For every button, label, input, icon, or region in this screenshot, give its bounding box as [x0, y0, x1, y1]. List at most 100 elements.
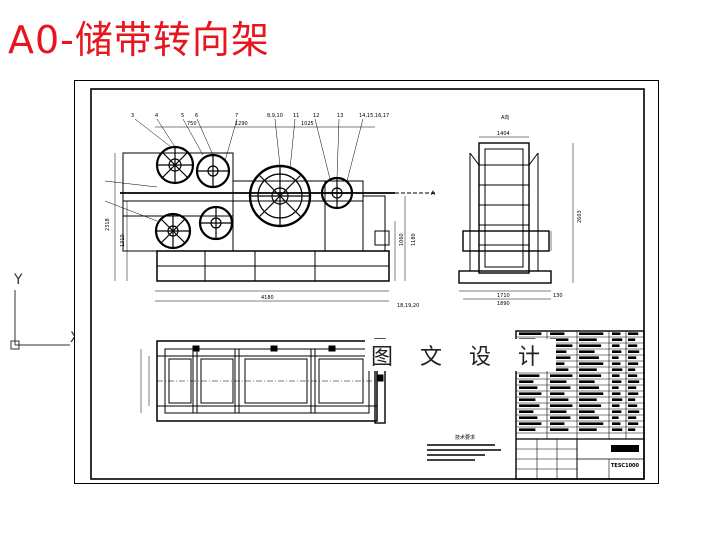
bom-text-mark — [579, 404, 602, 407]
bom-text-mark — [628, 380, 640, 383]
bom-text-mark — [579, 338, 597, 341]
bom-text-mark — [579, 368, 597, 371]
bom-text-mark — [550, 428, 569, 431]
plan-view — [140, 338, 386, 424]
bom-text-mark — [550, 380, 567, 383]
bom-text-mark — [550, 386, 571, 389]
bom-text-mark — [612, 338, 623, 341]
bom-text-mark — [519, 374, 540, 377]
bom-text-mark — [628, 344, 638, 347]
bom-text-mark — [550, 404, 573, 407]
bom-text-mark — [612, 380, 622, 383]
bom-text-mark — [628, 362, 639, 365]
dim-left-h2: 1310 — [120, 234, 126, 247]
bom-text-mark — [519, 410, 534, 413]
bom-text-mark — [519, 422, 542, 425]
bom-text-mark — [612, 404, 620, 407]
bom-text-mark — [579, 392, 604, 395]
bom-text-mark — [550, 410, 567, 413]
dim-side-w: 130 — [553, 293, 563, 299]
bom-text-mark — [628, 416, 637, 419]
bom-text-mark — [550, 368, 569, 371]
bom-text-mark — [550, 344, 573, 347]
bom-text-mark — [579, 350, 595, 353]
cad-drawing: 3 4 5 6 7 8,9,10 11 12 13 14,15,16,17 75… — [90, 88, 645, 480]
dim-1025: 1025 — [301, 121, 314, 127]
bom-text-mark — [579, 398, 597, 401]
bom-text-mark — [628, 374, 638, 377]
notes-heading: 技术要求 — [455, 434, 475, 441]
drawing-sheet: 3 4 5 6 7 8,9,10 11 12 13 14,15,16,17 75… — [74, 80, 659, 484]
bom-text-mark — [519, 398, 536, 401]
drawing-number: TESC1000 — [611, 463, 640, 469]
bom-text-mark — [550, 350, 567, 353]
callout-5: 5 — [181, 113, 184, 119]
dim-mid-h2: 1180 — [411, 233, 417, 246]
bom-text-mark — [628, 392, 639, 395]
bom-text-mark — [628, 398, 636, 401]
bom-text-mark — [519, 332, 542, 335]
bom-text-mark — [550, 416, 571, 419]
callout-7: 7 — [235, 113, 238, 119]
bom-text-mark — [612, 422, 621, 425]
callout-6: 6 — [195, 113, 198, 119]
bom-text-mark — [579, 362, 604, 365]
callout-13: 13 — [337, 113, 343, 119]
bom-text-mark — [550, 398, 569, 401]
bom-text-mark — [612, 356, 619, 359]
inner-border — [90, 88, 645, 480]
front-view — [104, 118, 435, 302]
dim-ref: 18,19,20 — [397, 303, 419, 309]
bom-text-mark — [519, 392, 542, 395]
bom-text-mark — [628, 332, 639, 335]
callout-12: 12 — [313, 113, 319, 119]
bom-text-mark — [628, 350, 640, 353]
bom-text-mark — [550, 374, 573, 377]
bom-text-mark — [519, 380, 534, 383]
bom-text-mark — [612, 410, 622, 413]
bom-text-mark — [579, 422, 604, 425]
bom-text-mark — [612, 368, 623, 371]
bom-text-mark — [628, 410, 640, 413]
bom-text-mark — [628, 338, 636, 341]
bom-text-mark — [628, 428, 636, 431]
bom-text-mark — [612, 398, 623, 401]
bom-text-mark — [550, 392, 565, 395]
ucs-icon — [10, 290, 70, 350]
bom-text-mark — [579, 410, 595, 413]
bom-text-mark — [550, 356, 571, 359]
bom-text-mark — [612, 350, 622, 353]
bom-text-mark — [612, 332, 621, 335]
bom-text-mark — [550, 338, 569, 341]
bom-text-mark — [519, 404, 540, 407]
bom-text-mark — [628, 368, 636, 371]
technical-notes: 技术要求 — [427, 434, 501, 461]
view-label: A向 — [501, 114, 509, 121]
dim-1404: 1404 — [497, 131, 510, 137]
bom-text-mark — [612, 386, 619, 389]
bom-text-mark — [612, 416, 619, 419]
dim-total-side: 1890 — [497, 301, 510, 307]
bom-text-mark — [579, 332, 604, 335]
callout-8-10: 8,9,10 — [267, 113, 283, 119]
bom-text-mark — [628, 356, 637, 359]
bom-text-mark — [612, 392, 621, 395]
bom-text-mark — [550, 422, 565, 425]
dim-750: 750 — [187, 121, 197, 127]
side-view-labels: A向 1404 1710 1890 130 2603 — [497, 114, 583, 307]
dim-1290: 1290 — [235, 121, 248, 127]
callout-4: 4 — [155, 113, 158, 119]
bom-text-mark — [550, 332, 565, 335]
bom-text-mark — [519, 386, 538, 389]
callout-14-17: 14,15,16,17 — [359, 113, 389, 119]
bom-text-mark — [612, 344, 620, 347]
front-callouts: 3 4 5 6 7 8,9,10 11 12 13 14,15,16,17 75… — [105, 113, 436, 309]
bom-text-mark — [579, 380, 595, 383]
bom-text-mark — [579, 428, 597, 431]
bom-text-mark — [628, 386, 637, 389]
dim-total-front: 4180 — [261, 295, 274, 301]
bom-text-mark — [579, 386, 599, 389]
title-name-block — [611, 445, 639, 452]
callout-3: 3 — [131, 113, 134, 119]
page-title: A0-储带转向架 — [8, 18, 270, 62]
